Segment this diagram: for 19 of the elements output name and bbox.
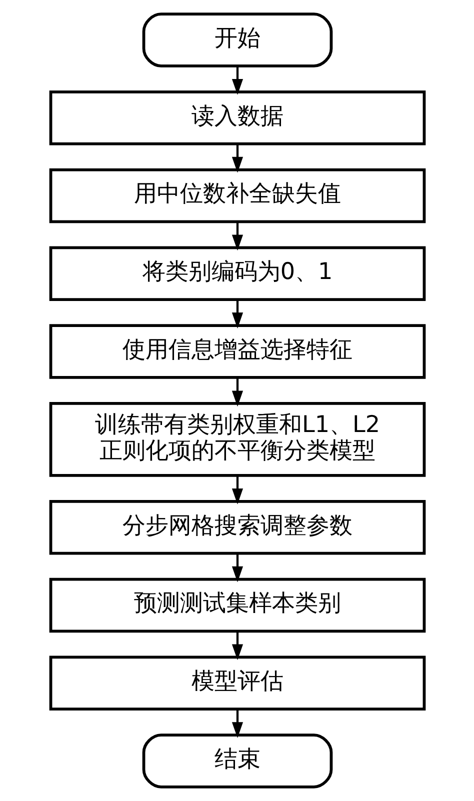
arrow [231,66,243,95]
node-box: 分步网格搜索调整参数 [48,500,426,555]
arrow [231,378,243,407]
arrow [231,631,243,660]
node-box: 预测测试集样本类别 [48,578,426,633]
arrow [231,144,243,173]
node-box: 读入数据 [48,90,426,146]
arrow [231,476,243,504]
node-box: 使用信息增益选择特征 [48,324,426,379]
node-box: 模型评估 [48,656,426,711]
node-box: 训练带有类别权重和L1、L2正则化项的不平衡分类模型 [48,402,426,477]
node-box: 用中位数补全缺失值 [48,168,426,224]
node-box: 开始 [142,12,332,68]
arrow [231,709,243,738]
arrow [231,553,243,582]
arrow [231,300,243,328]
arrow [231,222,243,251]
node-box: 将类别编码为0、1 [48,246,426,301]
node-box: 结束 [142,734,332,788]
